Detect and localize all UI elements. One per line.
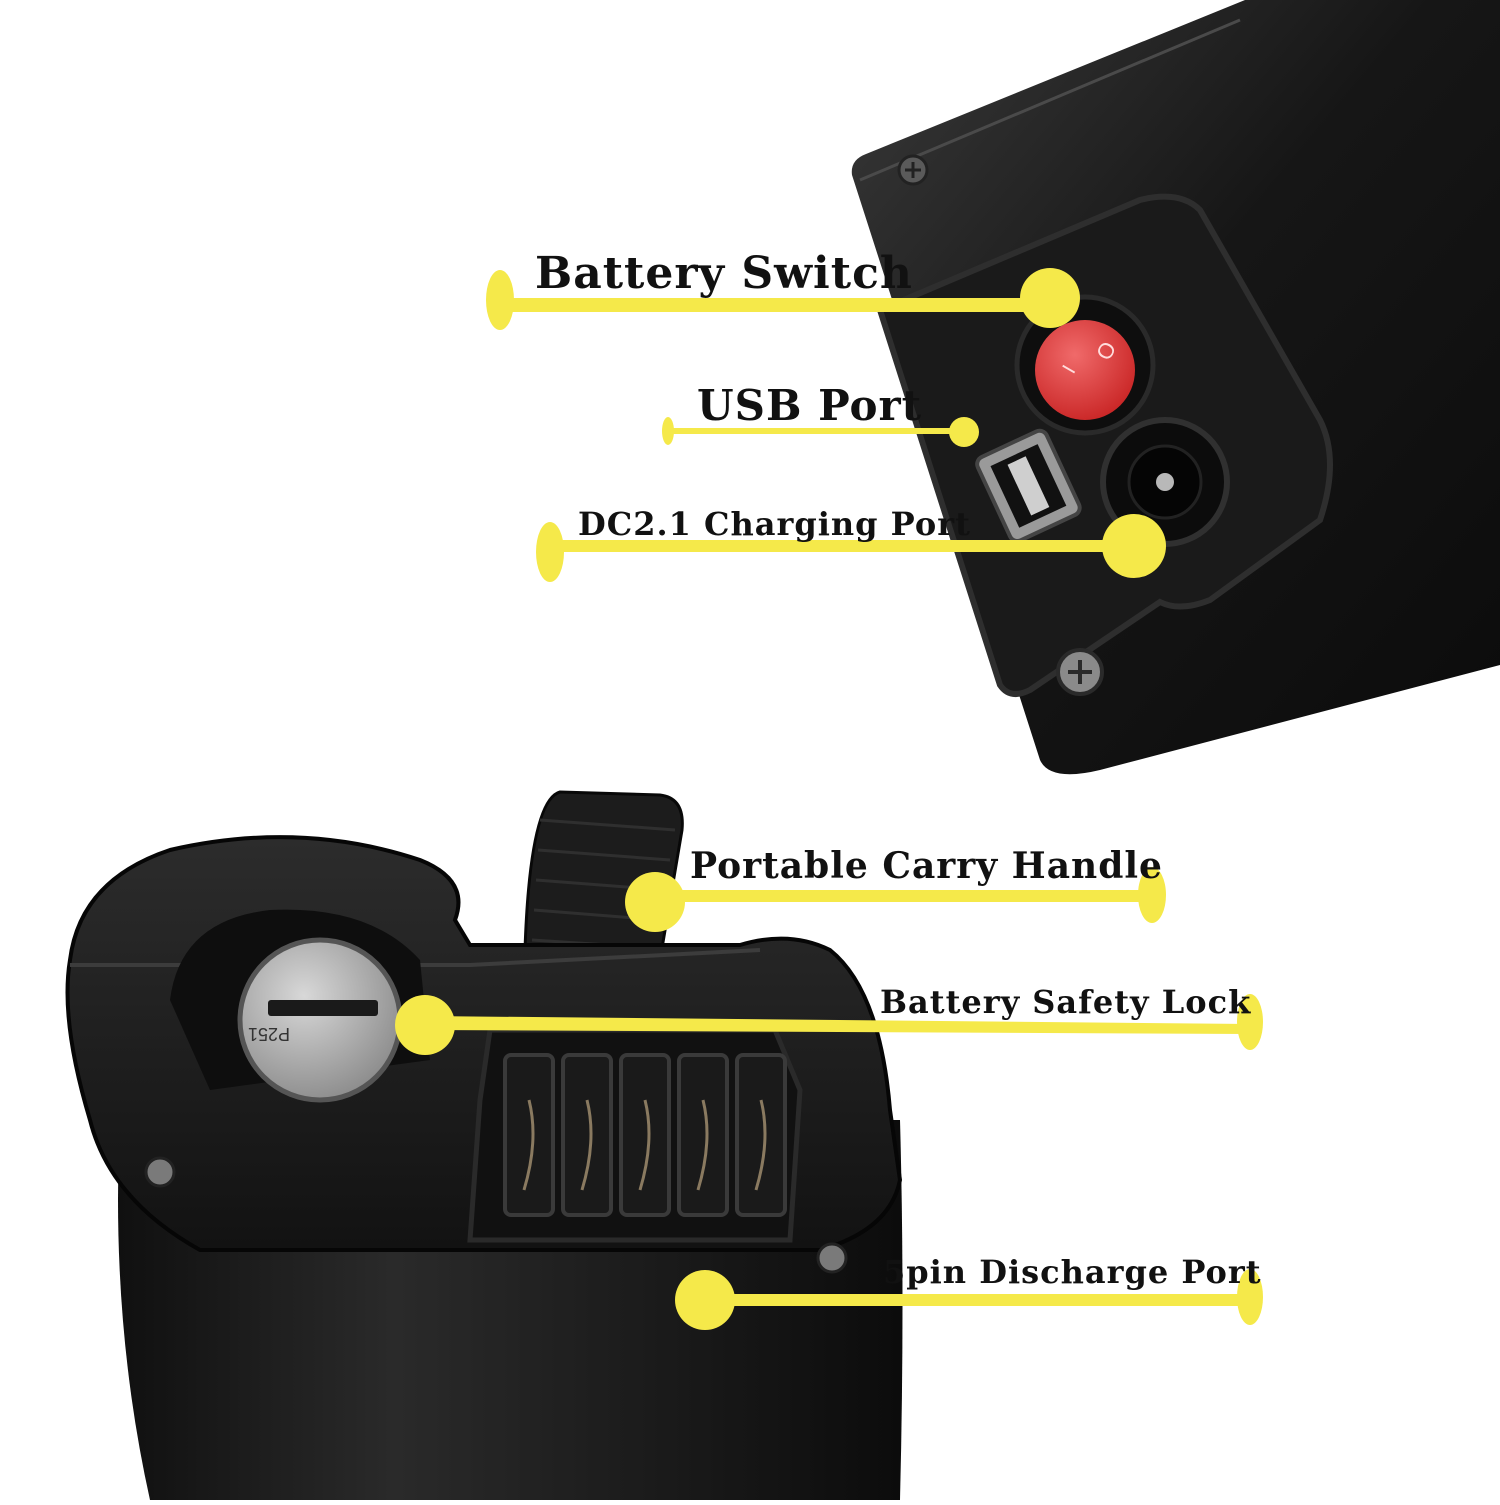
callout-dot-usb xyxy=(949,417,979,447)
discharge-port-label: 5pin Discharge Port xyxy=(883,1253,1262,1291)
screw-icon xyxy=(816,1242,848,1274)
callout-line-switch xyxy=(500,298,1050,312)
callout-line-handle xyxy=(655,890,1150,902)
rocker-switch-icon: I O xyxy=(1014,294,1156,436)
screw-icon xyxy=(144,1156,176,1188)
safety-lock-label: Battery Safety Lock xyxy=(880,983,1252,1021)
callout-end-handle xyxy=(1138,867,1166,923)
usb-port-icon xyxy=(975,428,1082,544)
battery-bottom: P251 xyxy=(65,790,903,1500)
callout-line-lock xyxy=(425,1016,1250,1034)
port-panel xyxy=(876,193,1333,697)
usb-port-label: USB Port xyxy=(697,381,923,430)
callout-dot-lock xyxy=(395,995,455,1055)
callout-dot-switch xyxy=(1020,268,1080,328)
callout-line-usb xyxy=(668,428,966,434)
callout-dot-dc xyxy=(1102,514,1166,578)
key-lock-icon: P251 xyxy=(237,937,403,1103)
battery-switch-label: Battery Switch xyxy=(535,248,913,299)
callout-end-dc xyxy=(536,522,564,582)
callout-line-5pin xyxy=(705,1294,1250,1306)
callout-dot-5pin xyxy=(675,1270,735,1330)
screw-icon xyxy=(1056,648,1104,696)
callout-end-switch xyxy=(486,270,514,330)
dc-charging-port-label: DC2.1 Charging Port xyxy=(578,505,971,543)
carry-handle-label: Portable Carry Handle xyxy=(690,845,1163,887)
battery-top-panel: I O xyxy=(851,0,1500,775)
connector-pin-icon xyxy=(467,1027,803,1243)
callout-line-dc xyxy=(550,540,1135,552)
key-code: P251 xyxy=(248,1024,290,1044)
callout-dot-handle xyxy=(625,872,685,932)
dc-jack-icon xyxy=(1100,417,1230,547)
callout-lines xyxy=(395,268,1263,1330)
callout-end-lock xyxy=(1237,994,1263,1050)
callout-end-5pin xyxy=(1237,1269,1263,1325)
screw-icon xyxy=(897,154,929,186)
callout-end-usb xyxy=(662,417,674,445)
